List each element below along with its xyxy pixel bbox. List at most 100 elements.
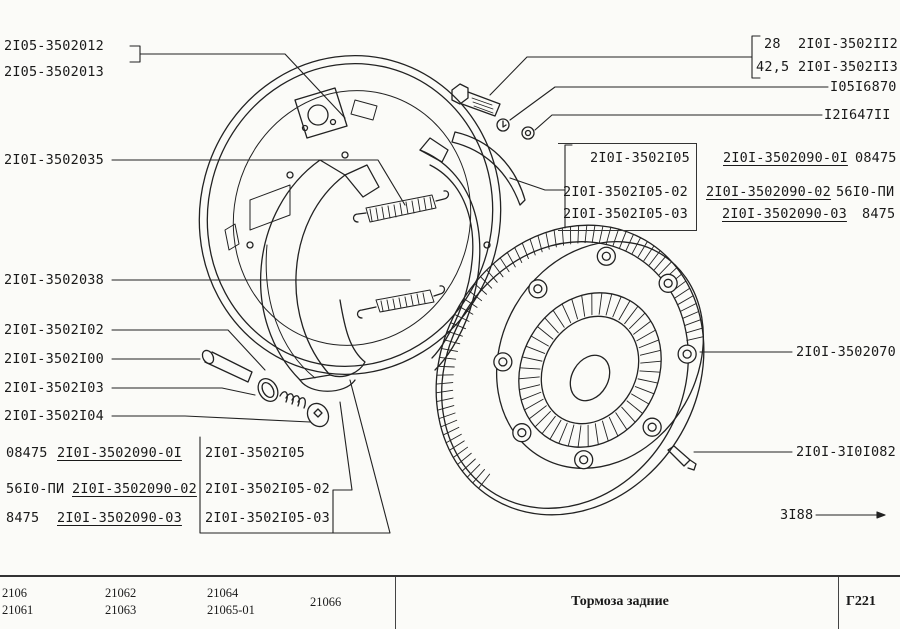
spring-cap bbox=[303, 400, 332, 431]
callout-backing-plate-1: 2I05-3502012 bbox=[4, 38, 104, 54]
drum-rib bbox=[641, 361, 662, 363]
model-21065-01: 21065-01 bbox=[207, 602, 255, 619]
drum-fin bbox=[638, 242, 647, 257]
callout-spring-cap: 2I0I-3502I04 bbox=[4, 408, 104, 424]
lining-right-code-1: 08475 bbox=[855, 150, 897, 166]
drum-rib bbox=[640, 371, 660, 372]
drum-rib bbox=[639, 340, 659, 348]
drum-rib bbox=[637, 330, 656, 341]
drum-fin bbox=[507, 253, 515, 267]
backing-plate bbox=[164, 22, 537, 409]
callout-bolt-1: 2I0I-3502II2 bbox=[798, 36, 898, 52]
drum-rib bbox=[606, 294, 612, 315]
drum-fin bbox=[443, 427, 459, 435]
model-21064: 21064 bbox=[207, 585, 238, 602]
drum-rib bbox=[553, 310, 564, 327]
lining-right-2: 2I0I-3502090-02 bbox=[706, 184, 831, 200]
callout-upper-spring: 2I0I-3502035 bbox=[4, 152, 104, 168]
drum-rib bbox=[602, 421, 608, 441]
brake-shoe-left bbox=[261, 160, 379, 391]
nut bbox=[522, 127, 534, 139]
drum-fin bbox=[436, 383, 453, 384]
callout-nut: I2I647II bbox=[824, 107, 891, 123]
drum-rib bbox=[632, 394, 649, 404]
shoe-left-2: 2I0I-3502I05-02 bbox=[205, 481, 330, 497]
drum-fin bbox=[683, 311, 699, 318]
footer-divider bbox=[395, 577, 396, 629]
lining-left-code-2: 56I0-ПИ bbox=[6, 481, 64, 497]
drum-rib bbox=[625, 306, 638, 323]
drum-fin bbox=[475, 284, 487, 295]
upper-return-spring bbox=[354, 191, 449, 222]
callout-support-pin: 2I0I-3502I00 bbox=[4, 351, 104, 367]
callout-spring-cup: 2I0I-3502I03 bbox=[4, 380, 104, 396]
drum-stud bbox=[664, 279, 672, 287]
drum-rib bbox=[542, 416, 555, 433]
drum-rib bbox=[529, 406, 546, 419]
lining-left-2: 2I0I-3502090-02 bbox=[72, 481, 197, 497]
shaft-bolt bbox=[452, 84, 500, 116]
drum-rib bbox=[609, 417, 618, 436]
drum-fin bbox=[619, 231, 626, 248]
drum-rib bbox=[522, 357, 542, 361]
drum-stud bbox=[602, 252, 610, 260]
lining-right-1: 2I0I-3502090-0I bbox=[723, 150, 848, 166]
drum-rib bbox=[535, 411, 550, 426]
lining-right-3: 2I0I-3502090-03 bbox=[722, 206, 847, 222]
drum-rib bbox=[635, 387, 654, 394]
drum-fin bbox=[613, 229, 619, 246]
drum-rib bbox=[519, 377, 540, 379]
drum-fin bbox=[439, 413, 455, 419]
drum-rib bbox=[526, 346, 545, 353]
shoe-right-3: 2I0I-3502I05-03 bbox=[563, 206, 688, 222]
drum-rib bbox=[616, 413, 627, 430]
drum-rib bbox=[520, 368, 540, 369]
drum-rib bbox=[640, 350, 660, 355]
lower-return-spring bbox=[358, 286, 445, 318]
drum-fin bbox=[632, 238, 640, 254]
model-21063: 21063 bbox=[105, 602, 136, 619]
drum-fin bbox=[659, 262, 671, 275]
drum-rib bbox=[627, 401, 643, 414]
drum-rib bbox=[619, 301, 630, 320]
drum-fin bbox=[437, 398, 453, 402]
drum-fin bbox=[473, 469, 485, 482]
drum-rib bbox=[521, 392, 541, 400]
footer-title-block: 2106 21061 21062 21063 21064 21065-01 21… bbox=[0, 575, 900, 629]
drum-rib bbox=[630, 313, 645, 328]
model-21062: 21062 bbox=[105, 585, 136, 602]
drum-fin bbox=[500, 258, 509, 272]
drum-fin bbox=[649, 251, 660, 265]
lining-right-code-3: 8475 bbox=[862, 206, 895, 222]
drum-stud bbox=[534, 285, 542, 293]
shoe-right-1: 2I0I-3502I05 bbox=[590, 150, 690, 166]
drum-fin bbox=[687, 337, 703, 341]
drum-fin bbox=[678, 296, 693, 305]
spring-cup bbox=[254, 375, 282, 405]
drum-rib bbox=[519, 385, 539, 390]
model-2106: 2106 bbox=[2, 585, 27, 602]
drum-rib bbox=[562, 304, 571, 323]
page-code: Г221 bbox=[846, 594, 876, 610]
brake-drum bbox=[384, 176, 756, 564]
drum-fin bbox=[686, 328, 702, 333]
callout-bolt-size-1: 28 bbox=[764, 36, 781, 52]
bleeder-fitting bbox=[668, 446, 696, 470]
drum-rib bbox=[545, 318, 559, 333]
drum-rib bbox=[572, 299, 578, 319]
drum-fin bbox=[685, 320, 701, 326]
lining-left-code-1: 08475 bbox=[6, 445, 48, 461]
callout-lower-spring: 2I0I-3502038 bbox=[4, 272, 104, 288]
callout-bolt-size-2: 42,5 bbox=[756, 59, 789, 75]
footer-divider bbox=[838, 577, 839, 629]
drum-fin bbox=[436, 390, 453, 392]
drum-rib bbox=[582, 295, 585, 316]
shoe-left-1: 2I0I-3502I05 bbox=[205, 445, 305, 461]
drum-rib bbox=[525, 399, 544, 410]
drum-rib bbox=[595, 424, 598, 445]
drum-rib bbox=[634, 321, 651, 334]
drum-fin bbox=[442, 349, 458, 352]
drum-stud bbox=[580, 456, 588, 464]
lining-left-code-3: 8475 bbox=[6, 510, 39, 526]
drum-rib bbox=[531, 336, 548, 346]
